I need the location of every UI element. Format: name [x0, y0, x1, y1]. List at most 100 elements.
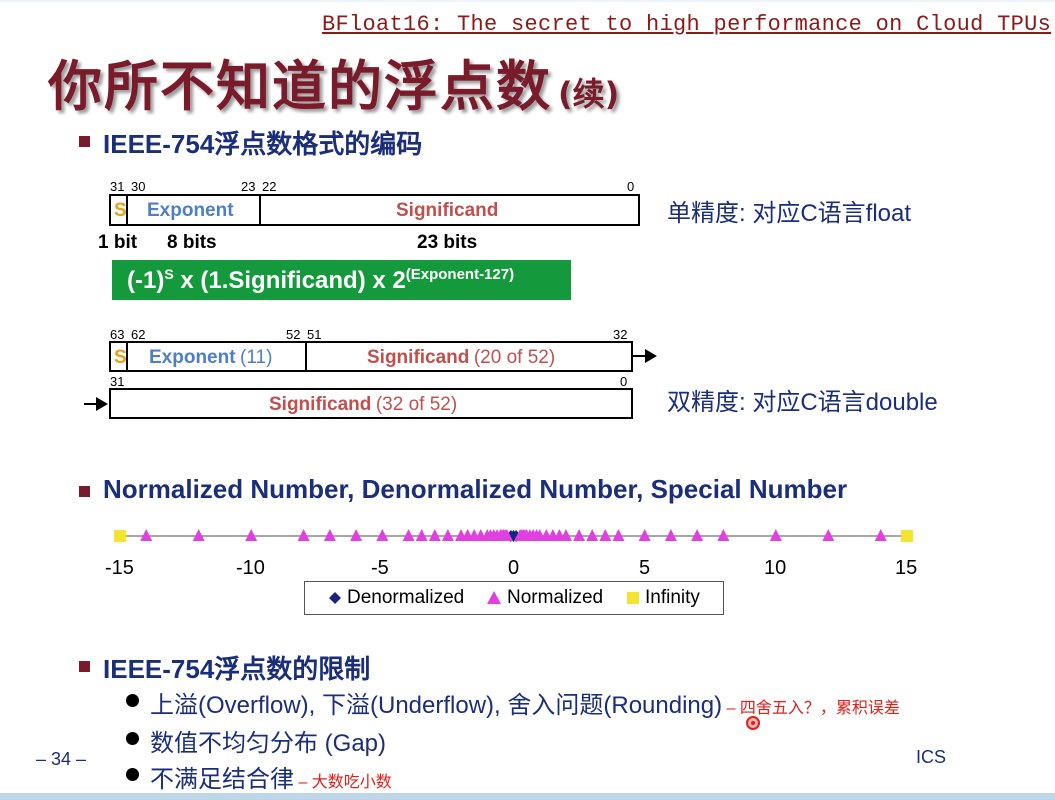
pointer-cursor-icon	[746, 716, 760, 730]
sign-field: S	[114, 347, 127, 368]
legend-denormalized: Denormalized	[347, 587, 465, 608]
normalized-point	[874, 529, 887, 541]
bit-label-32: 32	[613, 327, 628, 342]
normalized-point	[691, 529, 704, 541]
normalized-point	[376, 529, 389, 541]
arrow-right-icon	[633, 349, 657, 363]
normalized-point	[297, 529, 310, 541]
normalized-point	[140, 529, 153, 541]
bit-label-62: 62	[131, 327, 146, 342]
formula-sup-s: S	[164, 266, 174, 282]
bullet-text: 上溢(Overflow), 下溢(Underflow), 舍入问题(Roundi…	[150, 692, 723, 719]
triangle-icon	[487, 591, 501, 604]
bit-label-0b: 0	[620, 374, 628, 389]
significand-note: (20 of 52)	[473, 347, 556, 368]
tick-label: 15	[895, 557, 918, 579]
normalized-point	[192, 529, 205, 541]
significand-low-field: Significand (32 of 52)	[269, 394, 457, 416]
significand-field: Significand	[396, 200, 499, 221]
field-divider	[305, 343, 307, 370]
significand-bits-count: 23 bits	[417, 232, 478, 253]
normalized-point	[599, 529, 612, 541]
section1-heading: IEEE-754浮点数格式的编码	[103, 129, 423, 159]
normalized-point	[664, 529, 677, 541]
bottom-bar	[0, 793, 1055, 800]
normalized-point	[638, 529, 651, 541]
bullet-square	[79, 661, 90, 672]
section2-heading: Normalized Number, Denormalized Number, …	[103, 474, 848, 504]
tick-label: 10	[764, 557, 787, 579]
exponent-bits-count: 8 bits	[167, 232, 217, 253]
normalized-point	[612, 529, 625, 541]
significand-high-field: Significand (20 of 52)	[367, 347, 555, 369]
legend-infinity: Infinity	[645, 587, 700, 608]
normalized-point	[350, 529, 363, 541]
bullet-item: 上溢(Overflow), 下溢(Underflow), 舍入问题(Roundi…	[150, 685, 900, 720]
exponent-note: (11)	[240, 347, 273, 368]
tick-label: -15	[105, 557, 134, 579]
bullet-dot	[126, 768, 139, 781]
normalized-point	[559, 529, 572, 541]
bit-label-63: 63	[110, 327, 125, 342]
tick-label: 5	[639, 557, 651, 579]
slide-title-cont: (续)	[558, 75, 620, 113]
bit-label-52: 52	[286, 327, 301, 342]
normalized-point	[586, 529, 599, 541]
bit-label-51: 51	[307, 327, 322, 342]
formula-sup-exp: (Exponent-127)	[405, 266, 515, 283]
square-icon	[627, 592, 639, 604]
bullet-item: 不满足结合律 – 大数吃小数	[150, 759, 392, 794]
single-precision-layout: S Exponent Significand	[109, 194, 640, 226]
sign-bits-count: 1 bit	[98, 232, 138, 253]
infinity-point	[114, 530, 126, 542]
normalized-point	[822, 529, 835, 541]
normalized-point	[769, 529, 782, 541]
bullet-text: 数值不均匀分布 (Gap)	[150, 730, 387, 757]
tick-label: -10	[236, 557, 265, 579]
arrow-right-icon	[84, 397, 108, 411]
bullet-text: 不满足结合律	[150, 766, 294, 793]
bit-label-23: 23	[241, 179, 256, 194]
tick-label: -5	[371, 557, 389, 579]
significand-label: Significand	[367, 347, 470, 368]
normalized-point	[402, 529, 415, 541]
bullet-dot	[126, 732, 139, 745]
formula-mid: x (1.Significand) x 2	[173, 267, 406, 294]
number-line-chart	[114, 529, 913, 542]
normalized-point	[428, 529, 441, 541]
legend-normalized: Normalized	[507, 587, 604, 608]
top-strip	[0, 0, 1055, 2]
significand-label: Significand	[269, 394, 372, 415]
normalized-point	[245, 529, 258, 541]
page-number: – 34 –	[36, 749, 87, 769]
section3-heading: IEEE-754浮点数的限制	[103, 654, 371, 684]
course-label: ICS	[916, 747, 947, 767]
chart-legend: Denormalized Normalized Infinity	[304, 581, 724, 615]
formula-text: (-1)S x (1.Significand) x 2(Exponent-127…	[127, 266, 514, 295]
slide-title-main: 你所不知道的浮点数	[48, 55, 552, 118]
normalized-point	[323, 529, 336, 541]
bullet-square	[79, 136, 90, 147]
normalized-point	[573, 529, 586, 541]
single-precision-caption: 单精度: 对应C语言float	[667, 200, 912, 227]
infinity-point	[901, 530, 913, 542]
bit-label-0: 0	[627, 179, 635, 194]
video-title: BFloat16: The secret to high performance…	[322, 12, 1052, 37]
exponent-label: Exponent	[149, 347, 236, 368]
bullet-dot	[126, 694, 139, 707]
slide-title: 你所不知道的浮点数(续)	[48, 42, 619, 121]
bit-label-31b: 31	[110, 374, 125, 389]
normalized-point	[717, 529, 730, 541]
double-precision-high-word: S Exponent (11) Significand (20 of 52)	[109, 341, 633, 372]
bullet-note: – 大数吃小数	[298, 774, 392, 791]
bit-label-30: 30	[131, 179, 146, 194]
field-divider	[126, 343, 128, 370]
formula-banner: (-1)S x (1.Significand) x 2(Exponent-127…	[112, 260, 571, 300]
field-divider	[259, 196, 261, 224]
sign-field: S	[114, 200, 127, 221]
exponent-field: Exponent (11)	[149, 347, 272, 369]
significand-note: (32 of 52)	[375, 394, 458, 415]
tick-label: 0	[508, 557, 520, 579]
bullet-square	[79, 486, 90, 497]
bullet-note: – 四舍五入？，累积误差	[726, 700, 900, 717]
